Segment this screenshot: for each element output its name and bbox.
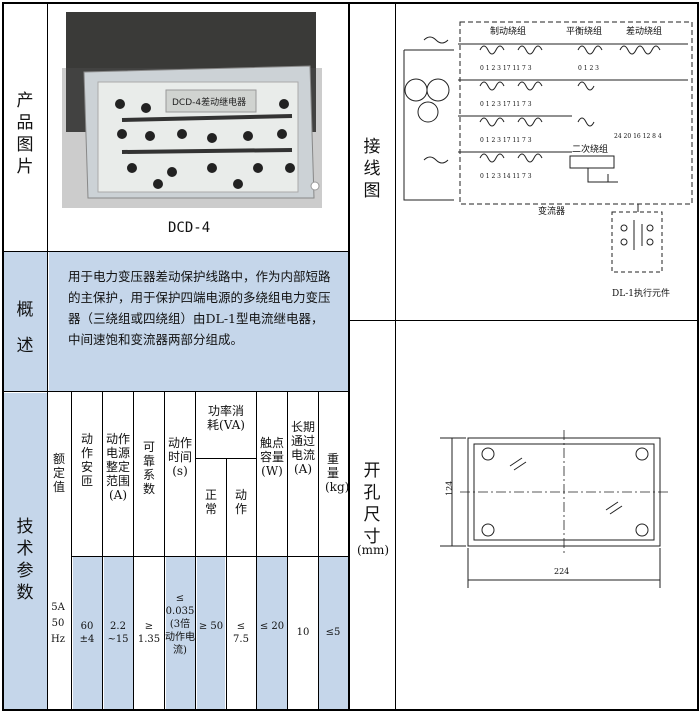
cutout-height-label: 124 <box>445 481 454 496</box>
label-tech-params: 技术参数 <box>16 517 34 603</box>
val-range: 2.2 ~15 <box>107 621 129 645</box>
tap-row-2: 0 1 2 3 17 11 7 3 <box>480 101 532 108</box>
hdr-contact: 触点容量(W) <box>260 436 285 478</box>
overview-text: 用于电力变压器差动保护线路中，作为内部短路的主保护，用于保护四端电源的多绕组电力… <box>68 269 331 347</box>
coil-row-3 <box>479 117 543 127</box>
val-weight: ≤5 <box>325 627 341 638</box>
hdr-power: 功率消耗(VA) <box>207 404 245 432</box>
hdr-range: 动作电源整定范围(A) <box>105 432 130 502</box>
nameplate-text: DCD-4差动继电器 <box>172 96 246 108</box>
label-balance-winding: 平衡绕组 <box>566 25 602 37</box>
tap-row-4: 0 1 2 3 14 11 7 3 <box>480 173 532 180</box>
val-contact: ≤ 20 <box>259 621 285 632</box>
value-ampere-bg <box>73 557 102 710</box>
tap-row-1: 0 1 2 3 17 11 7 3 <box>480 65 532 72</box>
hdr-time: 动作时间(s) <box>168 436 193 478</box>
coil-row-4 <box>479 153 543 163</box>
label-transformer: 变流器 <box>538 205 565 217</box>
hdr-reliability: 可靠系数 <box>142 440 155 496</box>
relay-nameplate <box>165 89 257 113</box>
coil-row-1 <box>479 45 543 55</box>
hdr-rated: 额定值 <box>52 452 65 494</box>
terminal-screws <box>115 99 295 189</box>
val-long-current: 10 <box>296 627 310 638</box>
cutout-width-label: 224 <box>554 567 569 576</box>
label-cutout: 开孔尺寸 <box>363 461 381 547</box>
val-time: ≤ 0.035 (3倍动作电流) <box>165 593 195 656</box>
overview-label-bg <box>3 252 47 391</box>
tap-diff: 24 20 16 12 8 4 <box>614 133 662 140</box>
value-range-bg <box>104 557 133 710</box>
wiring-diagram: 制动绕组 平衡绕组 差动绕组 0 1 2 3 17 11 7 3 0 1 2 3… <box>403 21 693 299</box>
transformer-box <box>459 21 693 205</box>
product-model: DCD-4 <box>168 220 211 236</box>
val-action: ≤ 7.5 <box>233 621 249 645</box>
hdr-long-current: 长期通过电流(A) <box>290 420 315 476</box>
val-reliability: ≥ 1.35 <box>137 621 161 645</box>
exec-element-box <box>611 211 663 273</box>
tap-row-3: 0 1 2 3 17 11 7 3 <box>480 137 532 144</box>
label-brake-winding: 制动绕组 <box>490 25 526 37</box>
coil-row-2 <box>479 81 543 91</box>
label-wiring: 接线图 <box>363 137 381 201</box>
label-secondary-winding: 二次绕组 <box>572 143 608 155</box>
val-normal: ≥ 50 <box>198 621 224 632</box>
value-normal-bg <box>197 557 225 710</box>
tap-balance: 0 1 2 3 <box>578 65 599 72</box>
cutout-drawing: 124 224 <box>440 430 670 588</box>
label-cutout-unit: (mm) <box>356 543 390 557</box>
label-product-image: 产品图片 <box>16 91 34 177</box>
hdr-action: 动作 <box>234 488 247 516</box>
hdr-ampere-turns: 动作安匝 <box>80 432 93 488</box>
product-photo: DCD-4差动继电器 <box>62 12 322 208</box>
label-diff-winding: 差动绕组 <box>626 25 662 37</box>
val-rated: 5A 50 Hz <box>51 602 65 645</box>
overview-text-bg <box>49 252 348 391</box>
link-bars <box>121 114 293 154</box>
val-ampere-turns: 60 ±4 <box>79 621 95 645</box>
hdr-weight: 重量(kg) <box>325 452 350 494</box>
label-overview: 概述 <box>16 300 34 356</box>
value-weight-bg <box>318 557 348 710</box>
tech-label-bg <box>3 393 47 710</box>
hdr-normal: 正常 <box>204 488 217 516</box>
label-exec-element: DL-1执行元件 <box>612 287 670 299</box>
value-contact-bg <box>257 557 287 710</box>
value-time-bg <box>166 557 195 710</box>
